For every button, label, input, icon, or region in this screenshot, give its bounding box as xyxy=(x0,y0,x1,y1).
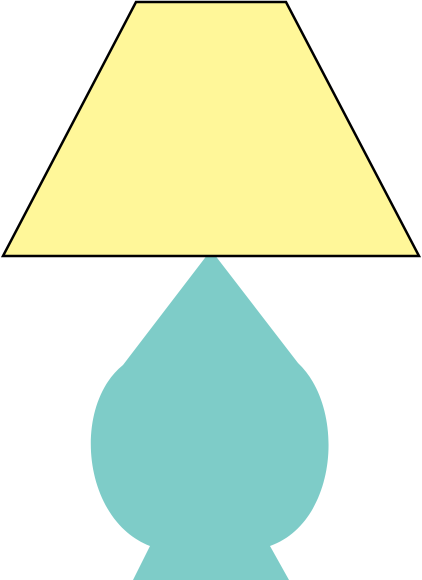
lamp-base xyxy=(90,250,329,580)
lamp-shade-body xyxy=(0,0,422,258)
lamp-shade xyxy=(0,0,422,258)
lamp-base-body xyxy=(90,250,329,580)
